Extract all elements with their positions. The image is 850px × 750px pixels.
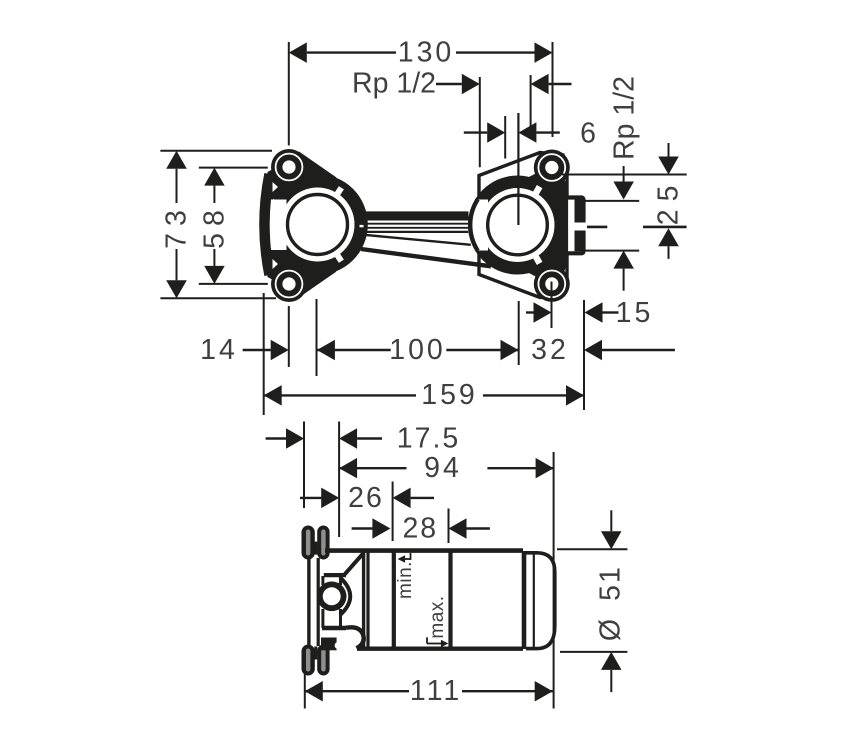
svg-text:min.: min. xyxy=(395,561,416,599)
svg-text:51: 51 xyxy=(595,565,627,601)
svg-text:max.: max. xyxy=(427,595,448,638)
svg-text:6: 6 xyxy=(580,118,596,150)
svg-text:Rp 1/2: Rp 1/2 xyxy=(609,76,641,160)
svg-text:26: 26 xyxy=(348,482,384,514)
svg-text:15: 15 xyxy=(616,297,654,329)
svg-text:159: 159 xyxy=(421,379,478,411)
svg-text:32: 32 xyxy=(531,334,569,366)
svg-text:94: 94 xyxy=(424,452,462,484)
svg-text:Ø: Ø xyxy=(595,619,627,641)
svg-text:14: 14 xyxy=(200,334,238,366)
svg-text:58: 58 xyxy=(198,203,230,249)
svg-text:28: 28 xyxy=(402,513,438,545)
svg-text:111: 111 xyxy=(410,675,462,707)
svg-text:25: 25 xyxy=(653,178,685,226)
svg-text:17.5: 17.5 xyxy=(397,423,460,455)
svg-text:100: 100 xyxy=(389,334,446,366)
svg-text:130: 130 xyxy=(398,37,455,69)
svg-text:73: 73 xyxy=(161,203,193,249)
svg-text:Rp 1/2: Rp 1/2 xyxy=(352,68,436,100)
